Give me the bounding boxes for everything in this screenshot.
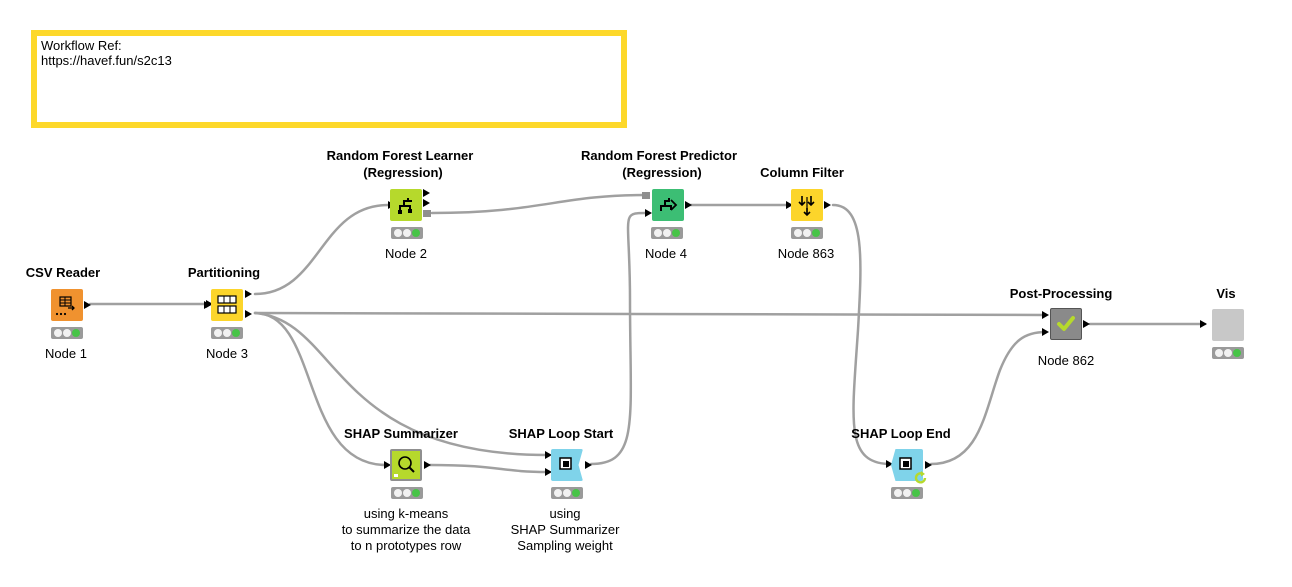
connection-loop-end-to-post-processing [929,330,1048,466]
connection-column-filter-to-loop-end [831,203,890,466]
checkmark-icon [1050,308,1082,340]
connection-loop-start-to-predictor [589,211,647,466]
column-filter-label: Node 863 [777,246,835,261]
status-light [791,227,823,239]
status-light [51,327,83,339]
csv-reader-node[interactable] [51,289,91,321]
csv-reader-title: CSV Reader [25,265,101,280]
tree-predictor-icon [652,189,684,221]
column-filter-icon [791,189,823,221]
partitioning-label: Node 3 [206,346,248,361]
connection-learner-model-to-predictor [430,193,647,215]
rf-learner-title-line1: Random Forest Learner [326,148,474,163]
shap-summarizer-comment-line1: using k-means [363,506,449,521]
rf-learner-node[interactable] [390,189,432,221]
connection-summarizer-to-loop-start [428,463,549,474]
connection-arrowhead [1042,311,1049,319]
output-port[interactable] [824,201,831,209]
connection-arrowhead [886,460,893,468]
output-port-stats[interactable] [423,199,430,207]
shap-summarizer-comment-line2: to summarize the data [341,522,471,537]
status-light [391,487,423,499]
status-light [551,487,583,499]
input-port-model[interactable] [642,192,650,199]
output-port[interactable] [424,461,431,469]
workflow-annotation[interactable]: Workflow Ref: https://havef.fun/s2c13 [31,30,627,128]
column-filter-node[interactable] [791,189,833,221]
annotation-link[interactable]: https://havef.fun/s2c13 [41,53,172,68]
rf-learner-title-line2: (Regression) [363,165,443,180]
input-port[interactable] [204,301,211,309]
shap-loop-start-title: SHAP Loop Start [508,426,614,441]
post-processing-label: Node 862 [1037,353,1095,368]
connection-arrowhead [1200,320,1207,328]
output-port-ensemble[interactable] [423,189,430,197]
connection-arrowhead [786,201,793,209]
csv-reader-label: Node 1 [45,346,87,361]
shap-loop-end-title: SHAP Loop End [851,426,951,441]
output-port[interactable] [585,461,592,469]
loop-start-icon [551,449,583,481]
output-port[interactable] [84,301,91,309]
post-processing-node[interactable] [1050,308,1092,340]
rf-predictor-title-line2: (Regression) [622,165,702,180]
connection-arrowhead [384,461,391,469]
status-light [211,327,243,339]
vis-title: Vis [1216,286,1236,301]
post-processing-title: Post-Processing [1009,286,1113,301]
rf-predictor-title-line1: Random Forest Predictor [580,148,738,163]
annotation-title: Workflow Ref: [41,38,122,53]
partitioning-node[interactable] [204,289,254,321]
column-filter-title: Column Filter [760,165,844,180]
magnifier-icon [390,449,422,481]
output-port-second[interactable] [245,310,252,318]
shap-loop-start-comment-line3: Sampling weight [517,538,613,553]
shap-loop-start-comment-line2: SHAP Summarizer [510,522,620,537]
table-split-icon [211,289,243,321]
shap-summarizer-title: SHAP Summarizer [344,426,458,441]
rf-learner-label: Node 2 [385,246,427,261]
connection-partitioning-to-learner [253,203,390,296]
status-light [651,227,683,239]
shap-loop-end-node[interactable] [891,449,933,489]
output-port[interactable] [1083,320,1090,328]
status-light [1212,347,1244,359]
rf-predictor-node[interactable] [642,189,692,221]
shap-summarizer-comment-line3: to n prototypes row [350,538,462,553]
connection-arrowhead [545,468,552,476]
connection-arrowhead [1042,328,1049,336]
partitioning-title: Partitioning [187,265,261,280]
output-port-model[interactable] [423,210,431,217]
shap-loop-start-comment-line1: using [549,506,581,521]
status-light [391,227,423,239]
status-light [891,487,923,499]
connection-partitioning-to-loop-start [253,311,549,457]
shap-loop-start-node[interactable] [551,449,593,481]
connection-arrowhead [545,451,552,459]
output-port[interactable] [925,461,932,469]
tree-learner-icon [390,189,422,221]
shap-summarizer-node[interactable] [390,449,432,481]
rf-predictor-label: Node 4 [645,246,687,261]
connection-arrowhead [645,209,652,217]
file-table-icon [51,289,83,321]
connection-partitioning-to-summarizer [253,311,388,467]
component-icon [1212,309,1244,341]
connection-partitioning-to-post-processing [253,311,1048,317]
output-port[interactable] [685,201,692,209]
vis-node[interactable] [1212,309,1244,341]
loop-refresh-icon [914,471,927,484]
output-port-first[interactable] [245,290,252,298]
